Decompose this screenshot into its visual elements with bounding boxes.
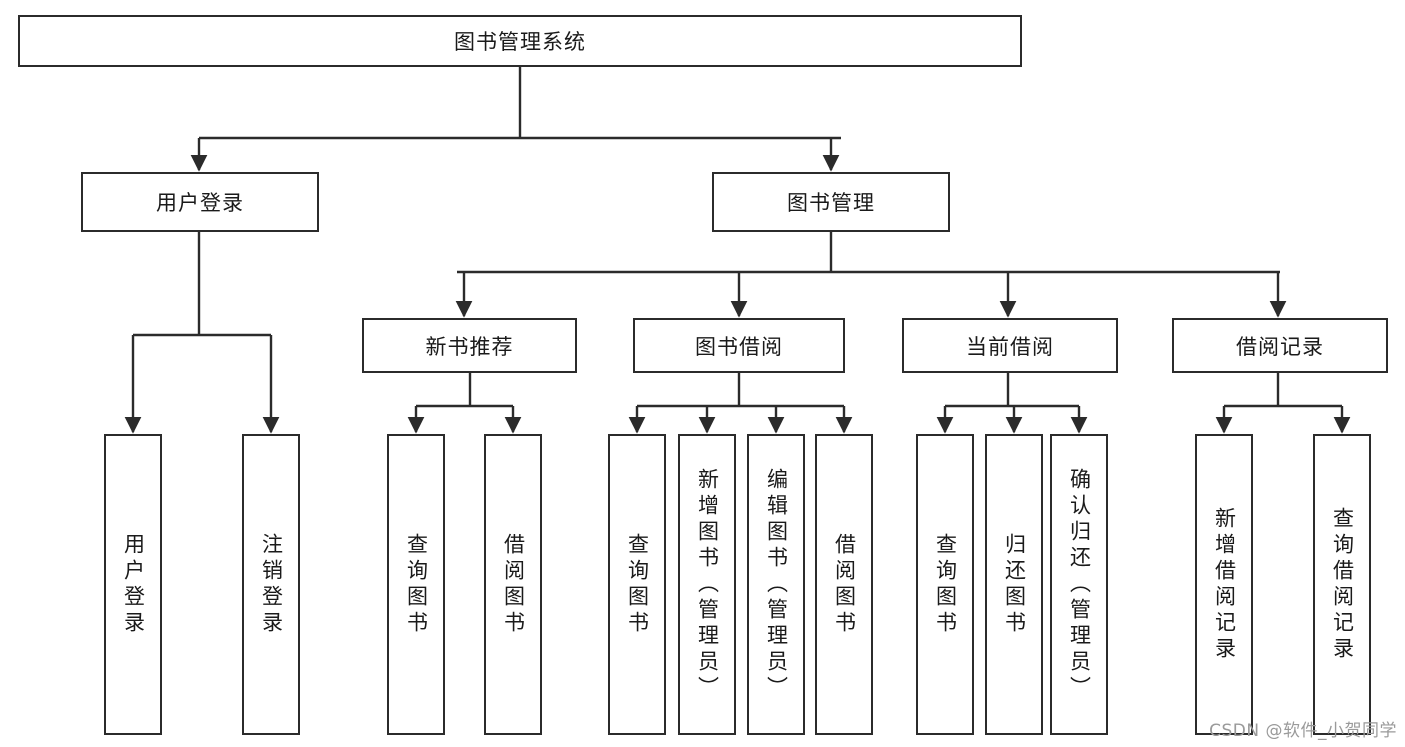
node-label: 查询图书 <box>404 532 429 637</box>
node-label: 查询借阅记录 <box>1330 506 1355 663</box>
node-label: 新书推荐 <box>425 334 514 359</box>
node-current-borrow[interactable]: 当前借阅 <box>902 318 1118 373</box>
node-label: 查询图书 <box>625 532 650 637</box>
node-leaf-query-record[interactable]: 查询借阅记录 <box>1313 434 1371 735</box>
node-label: 用户登录 <box>156 191 244 215</box>
node-leaf-add-record[interactable]: 新增借阅记录 <box>1195 434 1253 735</box>
node-leaf-borrow-book-2[interactable]: 借阅图书 <box>815 434 873 735</box>
node-leaf-query-book-1[interactable]: 查询图书 <box>387 434 445 735</box>
node-leaf-confirm-return[interactable]: 确认归还（管理员） <box>1050 434 1108 735</box>
node-label: 图书管理系统 <box>454 30 586 54</box>
node-label: 确认归还（管理员） <box>1067 467 1092 702</box>
node-leaf-user-login[interactable]: 用户登录 <box>104 434 162 735</box>
node-user-login[interactable]: 用户登录 <box>81 172 319 232</box>
node-label: 借阅记录 <box>1236 334 1324 359</box>
node-label: 查询图书 <box>933 532 958 637</box>
node-leaf-borrow-book-1[interactable]: 借阅图书 <box>484 434 542 735</box>
node-label: 借阅图书 <box>501 532 526 637</box>
node-book-borrow[interactable]: 图书借阅 <box>633 318 845 373</box>
node-label: 借阅图书 <box>832 532 857 637</box>
node-label: 归还图书 <box>1002 532 1027 637</box>
node-leaf-query-book-2[interactable]: 查询图书 <box>608 434 666 735</box>
node-leaf-add-book[interactable]: 新增图书（管理员） <box>678 434 736 735</box>
node-leaf-return-book[interactable]: 归还图书 <box>985 434 1043 735</box>
node-label: 注销登录 <box>259 532 284 637</box>
node-leaf-user-logout[interactable]: 注销登录 <box>242 434 300 735</box>
node-leaf-edit-book[interactable]: 编辑图书（管理员） <box>747 434 805 735</box>
node-label: 用户登录 <box>121 532 146 637</box>
node-root[interactable]: 图书管理系统 <box>18 15 1022 67</box>
node-label: 新增图书（管理员） <box>695 467 720 702</box>
node-new-book-rec[interactable]: 新书推荐 <box>362 318 577 373</box>
watermark-label: CSDN @软件_小贺同学 <box>1209 721 1397 741</box>
node-borrow-record[interactable]: 借阅记录 <box>1172 318 1388 373</box>
node-leaf-query-book-3[interactable]: 查询图书 <box>916 434 974 735</box>
node-label: 图书管理 <box>787 191 875 215</box>
node-book-manage[interactable]: 图书管理 <box>712 172 950 232</box>
node-label: 当前借阅 <box>966 334 1054 359</box>
node-label: 编辑图书（管理员） <box>764 467 789 702</box>
node-label: 图书借阅 <box>695 334 783 359</box>
node-label: 新增借阅记录 <box>1212 506 1237 663</box>
